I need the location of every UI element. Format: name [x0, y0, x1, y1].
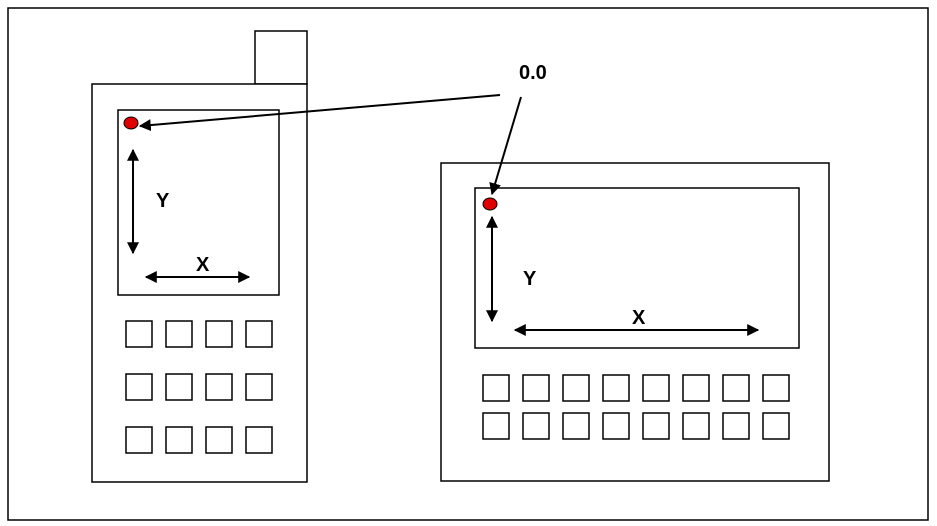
- keypad-key: [165, 373, 193, 401]
- phone-x-label: X: [196, 254, 210, 276]
- keypad-key: [722, 374, 750, 402]
- keypad-key: [205, 373, 233, 401]
- keypad-key: [125, 426, 153, 454]
- keypad-key: [205, 320, 233, 348]
- origin-label: 0.0: [519, 62, 547, 84]
- origin-pointer-phone: [138, 94, 501, 132]
- tablet-body: [440, 162, 830, 482]
- tablet-keypad: [482, 374, 790, 440]
- phone-origin-dot: [123, 116, 139, 130]
- keypad-key: [762, 374, 790, 402]
- phone-device: Y X: [91, 30, 308, 483]
- keypad-key: [762, 412, 790, 440]
- keypad-key: [682, 374, 710, 402]
- keypad-key: [482, 412, 510, 440]
- keypad-key: [125, 320, 153, 348]
- keypad-key: [602, 412, 630, 440]
- phone-keypad: [125, 320, 273, 454]
- origin-pointer-tablet: [489, 96, 522, 196]
- keypad-key: [165, 426, 193, 454]
- keypad-key: [682, 412, 710, 440]
- keypad-key: [642, 412, 670, 440]
- tablet-origin-dot: [482, 197, 498, 211]
- keypad-key: [602, 374, 630, 402]
- phone-antenna: [254, 30, 308, 85]
- phone-body: [91, 83, 308, 483]
- keypad-key: [562, 412, 590, 440]
- keypad-key: [245, 373, 273, 401]
- keypad-key: [642, 374, 670, 402]
- keypad-key: [205, 426, 233, 454]
- keypad-key: [245, 426, 273, 454]
- phone-screen: [117, 109, 280, 296]
- keypad-key: [722, 412, 750, 440]
- tablet-device: Y X: [440, 162, 830, 482]
- keypad-key: [522, 374, 550, 402]
- tablet-y-label: Y: [523, 268, 537, 290]
- keypad-key: [522, 412, 550, 440]
- phone-y-label: Y: [156, 190, 170, 212]
- keypad-key: [245, 320, 273, 348]
- keypad-key: [165, 320, 193, 348]
- tablet-screen: [474, 187, 800, 349]
- keypad-key: [562, 374, 590, 402]
- keypad-key: [482, 374, 510, 402]
- tablet-x-label: X: [632, 307, 646, 329]
- keypad-key: [125, 373, 153, 401]
- outer-frame: [7, 7, 929, 521]
